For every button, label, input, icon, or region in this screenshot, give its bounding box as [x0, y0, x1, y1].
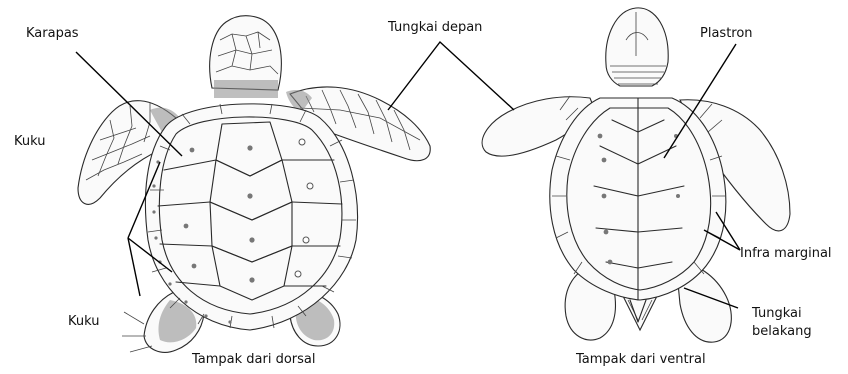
ventral-turtle: [482, 8, 790, 342]
label-kuku-top: Kuku: [14, 134, 45, 150]
label-plastron: Plastron: [700, 26, 753, 42]
dorsal-turtle: [78, 16, 430, 353]
ventral-head: [606, 8, 668, 86]
caption-dorsal: Tampak dari dorsal: [192, 352, 316, 367]
label-tungkai-depan: Tungkai depan: [388, 20, 482, 36]
label-infra-marginal: Infra marginal: [740, 246, 832, 262]
dorsal-head: [210, 16, 282, 98]
dorsal-carapace: [145, 104, 357, 330]
label-tungkai-belakang-line2: belakang: [752, 324, 812, 340]
caption-ventral: Tampak dari ventral: [576, 352, 706, 367]
label-kuku-bottom: Kuku: [68, 314, 99, 330]
label-karapas: Karapas: [26, 26, 79, 42]
label-tungkai-belakang-line1: Tungkai: [752, 306, 802, 322]
leader-tungkai-depan: [388, 42, 514, 110]
